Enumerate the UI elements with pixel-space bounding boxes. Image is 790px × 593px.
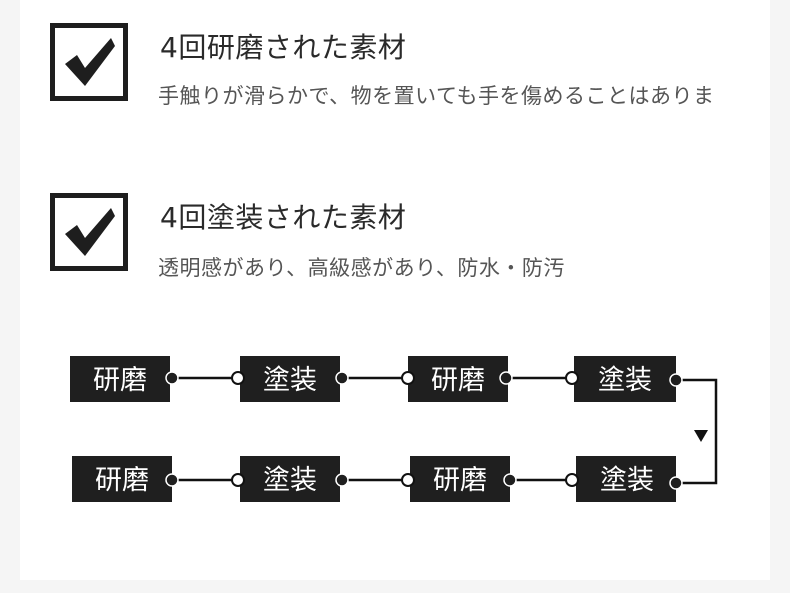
process-step: 研磨 — [410, 456, 510, 502]
process-step: 研磨 — [72, 456, 172, 502]
feature-desc-clip: 手触りが滑らかで、物を置いても手を傷めることはありま — [158, 78, 770, 114]
checkbox-checked-icon — [50, 23, 128, 101]
step-label: 研磨 — [431, 365, 485, 396]
step-label: 研磨 — [433, 465, 487, 496]
triangle-down-icon — [694, 430, 708, 442]
step-label: 塗装 — [263, 465, 317, 496]
step-label: 研磨 — [95, 465, 149, 496]
feature-title-coated: 4回塗装された素材 — [160, 201, 407, 234]
connector-dots — [165, 371, 683, 490]
feature-title-polished: 4回研磨された素材 — [160, 31, 407, 64]
step-label: 塗装 — [263, 365, 317, 396]
process-step: 塗装 — [574, 356, 676, 402]
checkmark-icon — [65, 38, 115, 86]
step-label: 塗装 — [598, 365, 652, 396]
checkbox-checked-icon — [50, 193, 128, 271]
process-step: 研磨 — [70, 356, 170, 402]
step-label: 塗装 — [600, 465, 654, 496]
checkmark-icon — [65, 208, 115, 256]
feature-desc-polished: 手触りが滑らかで、物を置いても手を傷めることはありま — [158, 84, 715, 108]
connector-elbow — [676, 378, 718, 485]
process-step: 塗装 — [240, 456, 340, 502]
step-label: 研磨 — [93, 365, 147, 396]
process-step: 塗装 — [240, 356, 340, 402]
feature-desc-coated: 透明感があり、高級感があり、防水・防汚 — [158, 256, 565, 280]
connector-dots-open — [231, 371, 579, 487]
process-step: 研磨 — [408, 356, 508, 402]
process-step: 塗装 — [576, 456, 676, 502]
